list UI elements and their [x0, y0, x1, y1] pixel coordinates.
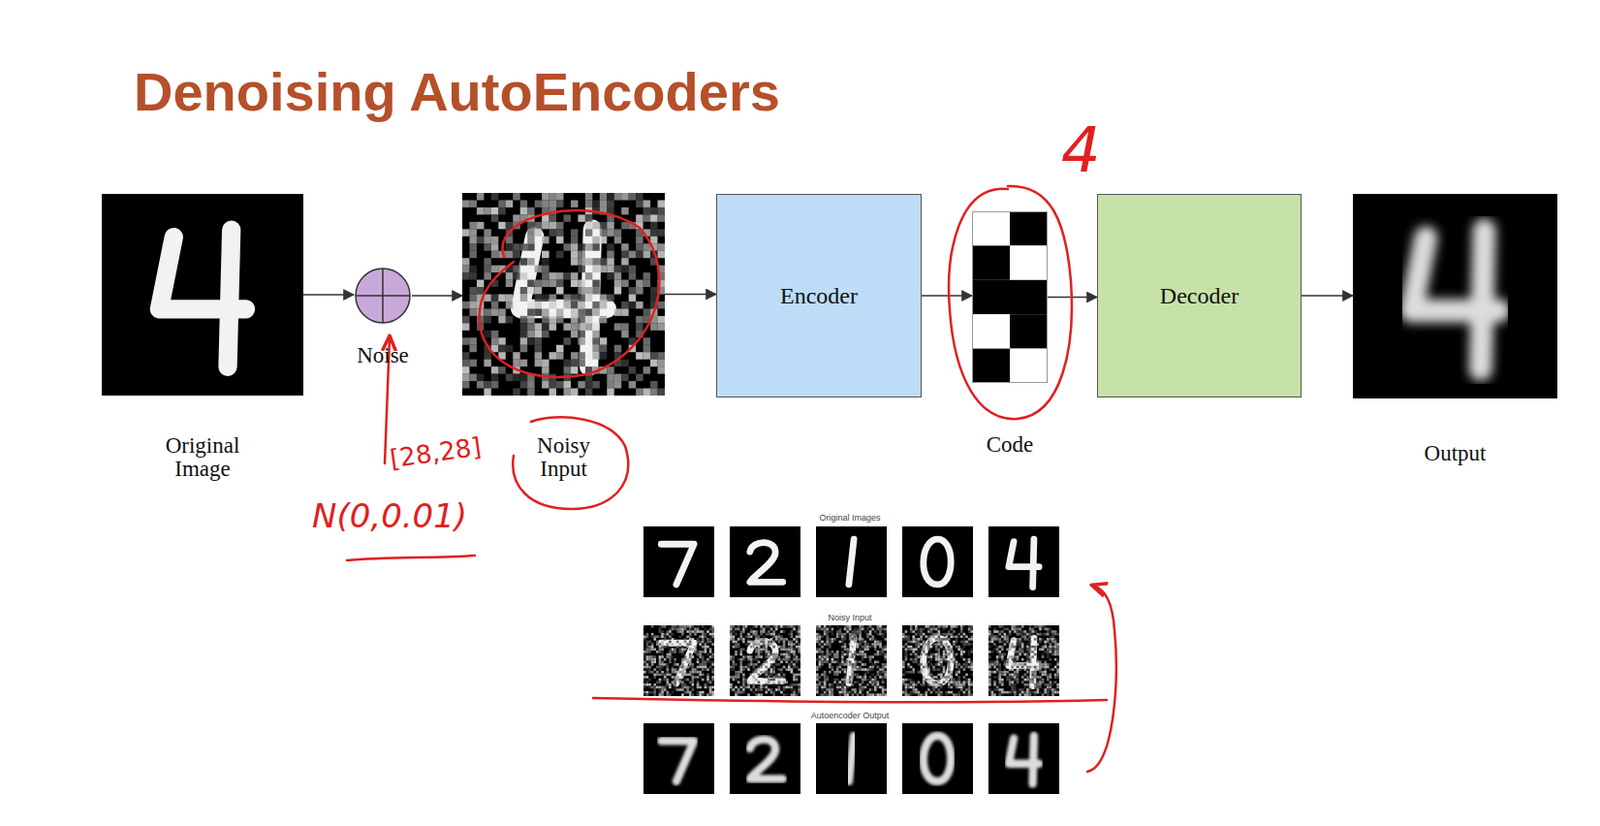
digit-image: [729, 722, 801, 794]
flow-arrow: [303, 293, 354, 296]
digit-image: [101, 193, 304, 396]
node-caption: Noise: [339, 344, 427, 368]
red-annotations: [346, 186, 1117, 772]
image-node: Output: [1352, 193, 1558, 396]
flow-arrow: [411, 294, 463, 297]
annotation: [28,28]: [387, 432, 483, 474]
node-caption: Noisy Input: [520, 434, 608, 481]
digit-image: [815, 526, 887, 597]
circle-shape: [353, 266, 412, 325]
node-caption: Output: [1407, 441, 1505, 466]
digit-image: [729, 526, 801, 597]
code-vector: Code: [972, 211, 1048, 383]
digit-image: [729, 625, 801, 696]
node-caption: Code: [966, 433, 1054, 457]
digit-image: [815, 625, 887, 696]
row-caption: Original Images: [818, 512, 880, 523]
digit-image: [815, 722, 887, 794]
node-caption: Original Image: [139, 434, 266, 481]
row-caption: Autoencoder Output: [811, 710, 890, 721]
process-box: Encoder: [716, 193, 922, 398]
flow-arrow: [1301, 294, 1353, 297]
digit-image: [902, 625, 973, 696]
noise-circle: Noise: [353, 266, 412, 325]
box-label: Encoder: [717, 282, 921, 310]
title: Denoising AutoEncoders: [133, 60, 781, 124]
digit-image: [902, 722, 973, 794]
code-grid: [972, 211, 1048, 383]
row-caption: Noisy Input: [827, 612, 872, 623]
flow-arrow: [921, 294, 973, 297]
box-label: Decoder: [1098, 282, 1301, 310]
digit-image: [643, 526, 715, 597]
annotation: 4: [1061, 114, 1101, 187]
digit-image: [643, 722, 715, 794]
digit-image: [988, 526, 1060, 597]
flow-arrow: [664, 293, 717, 296]
digit-image: [902, 526, 973, 597]
image-node: Noisy Input: [462, 192, 665, 396]
digit-image: [462, 192, 665, 396]
annotation: N(0,0.01): [312, 496, 468, 535]
digit-image: [988, 722, 1060, 794]
process-box: Decoder: [1097, 193, 1302, 398]
image-node: Original Image: [101, 193, 304, 396]
digit-image: [643, 625, 715, 696]
digit-image: [1352, 193, 1558, 399]
digit-image: [988, 625, 1060, 696]
